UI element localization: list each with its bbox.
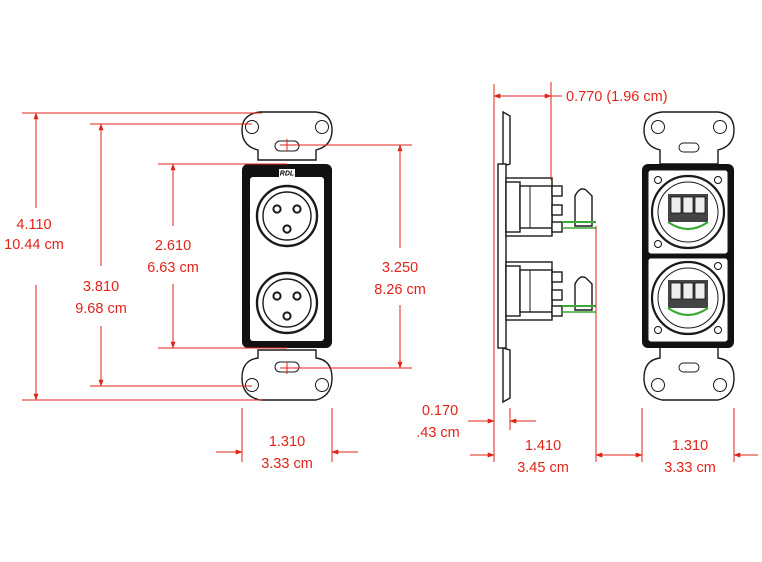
rear-width-metric: 3.33 cm [664,460,716,476]
front-mount-spacing-metric: 9.68 cm [75,301,127,317]
front-mount-spacing-value: 3.810 [83,279,119,295]
front-overall-height-value: 4.110 [16,217,51,233]
front-width-value: 1.310 [269,434,305,450]
front-view: RDL [241,111,333,401]
rear-dimensions: 1.310 3.33 cm [618,408,758,476]
side-dimensions: 0.770 (1.96 cm) 0.170 .43 cm 1.410 3.45 … [416,82,668,476]
front-dimensions: 4.110 10.44 cm 3.810 9.68 cm 2.610 6.63 … [4,112,426,472]
front-panel-height-metric: 8.26 cm [374,282,426,298]
rear-connector-top-icon [650,174,726,250]
side-depth-value: 1.410 [525,438,561,454]
brand-label: RDL [280,171,294,178]
xlr-connector-bottom-icon [255,271,319,335]
rear-connector-bottom-icon [650,260,726,336]
xlr-connector-top-icon [255,184,319,248]
rear-width-value: 1.310 [672,438,708,454]
front-width-metric: 3.33 cm [261,456,313,472]
front-panel-height-value: 3.250 [382,260,418,276]
side-plate-thickness-value: 0.170 [422,403,458,419]
front-overall-height-metric: 10.44 cm [4,237,64,253]
side-depth-metric: 3.45 cm [517,460,569,476]
front-connector-spacing-value: 2.610 [155,238,191,254]
side-view [497,110,596,404]
side-plate-thickness-metric: .43 cm [416,425,460,441]
front-connector-spacing-metric: 6.63 cm [147,260,199,276]
rear-view [642,111,735,401]
side-depth-top-label: 0.770 (1.96 cm) [566,89,668,105]
